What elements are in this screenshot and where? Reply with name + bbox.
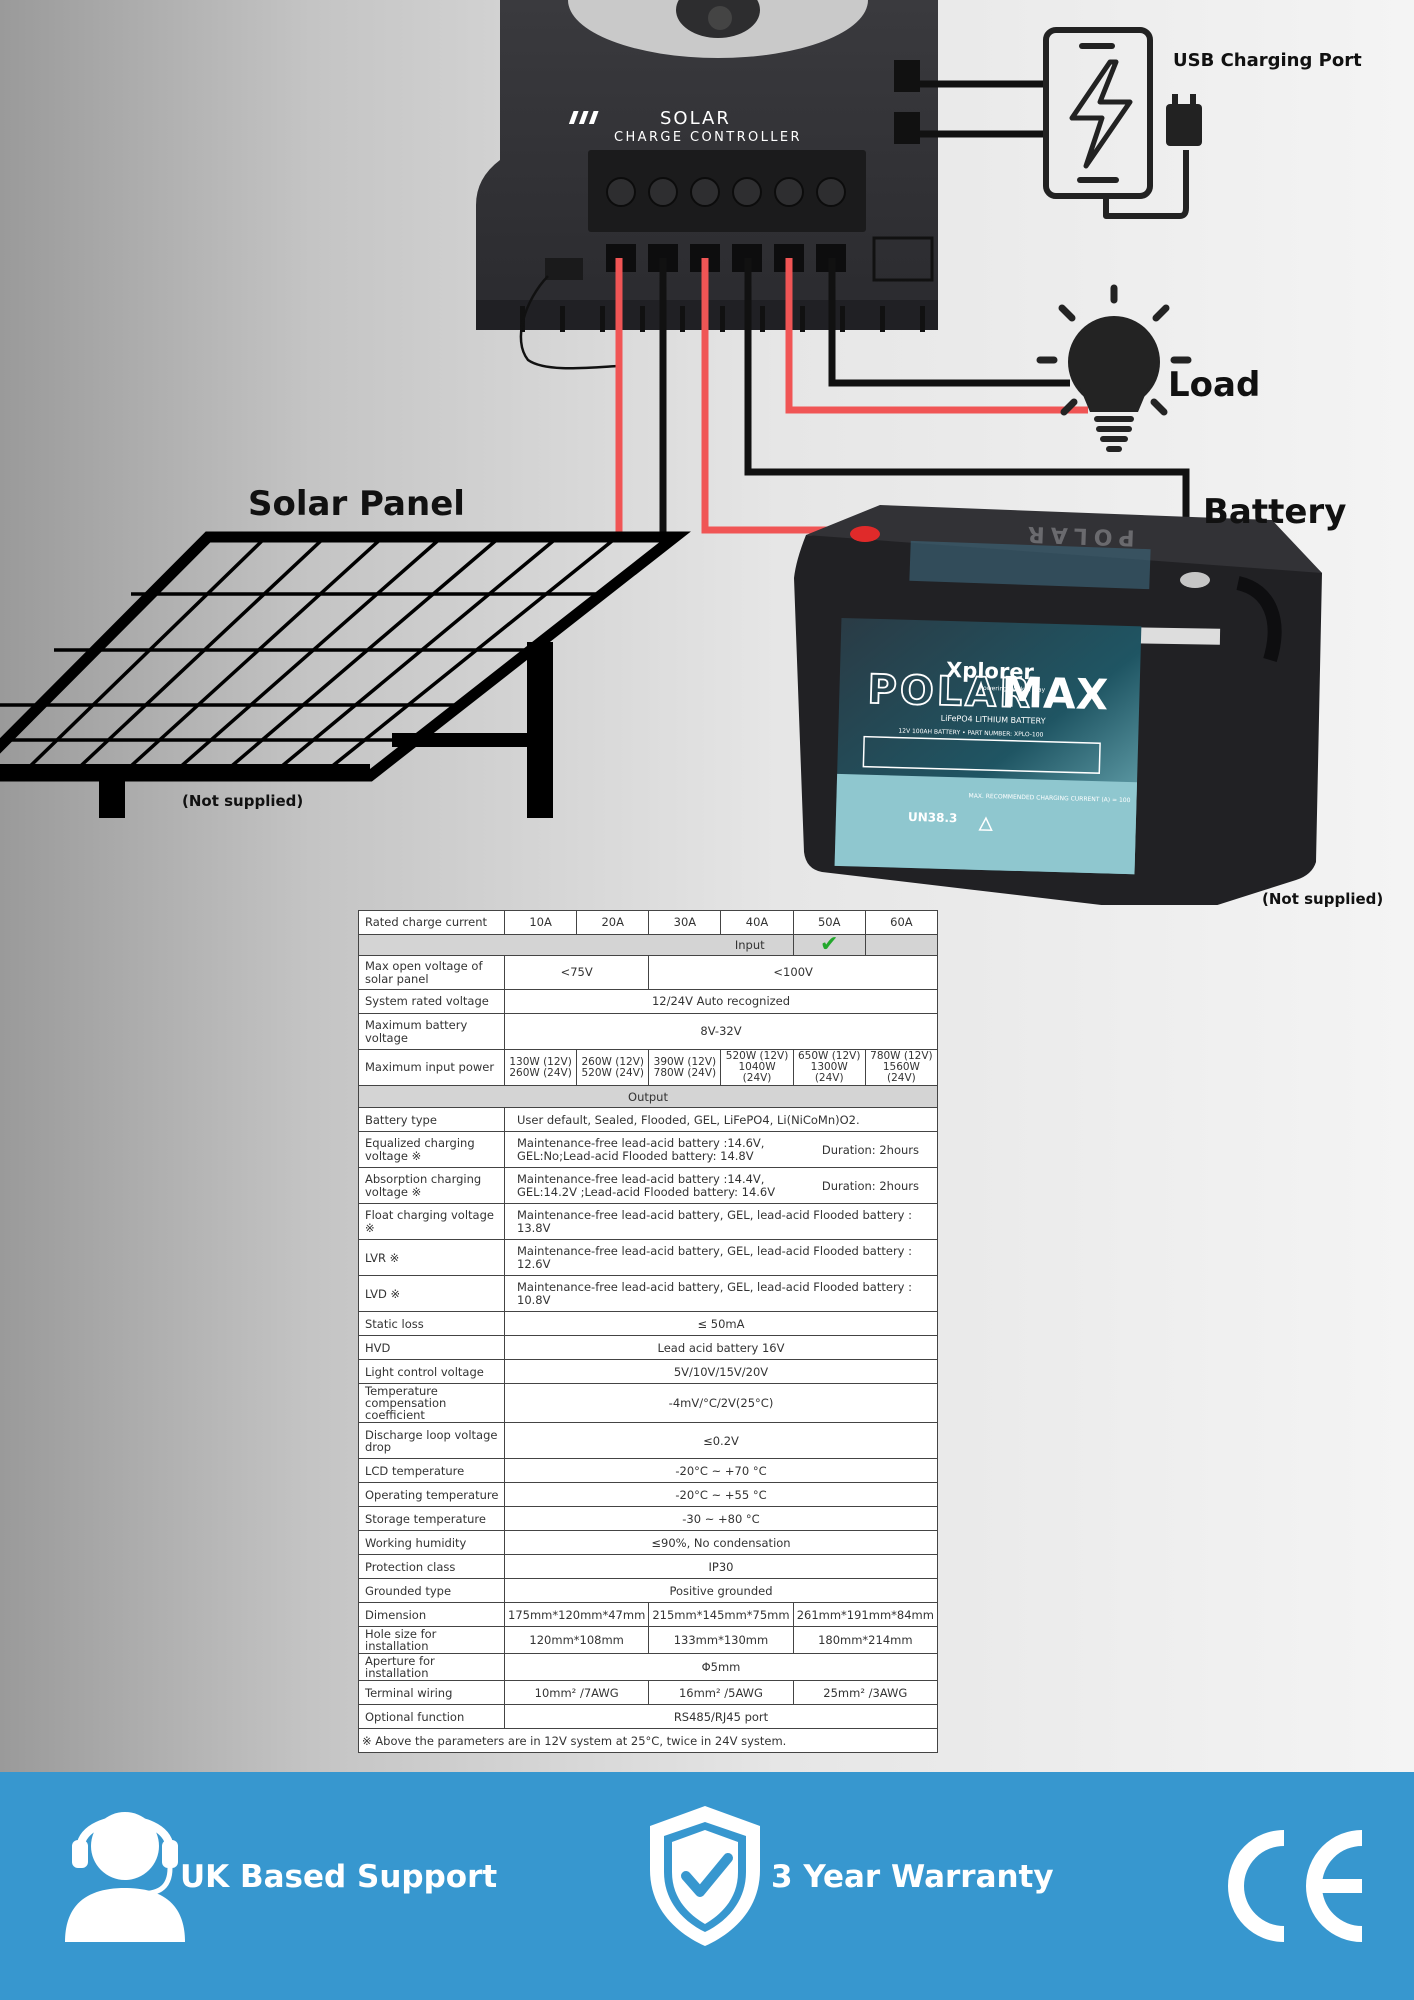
svg-text:MAX. RECOMMENDED CHARGING CURR: MAX. RECOMMENDED CHARGING CURRENT (A) = … <box>968 793 1130 805</box>
table-row: Maximum battery voltage 8V-32V <box>358 1013 938 1050</box>
table-row: HVD Lead acid battery 16V <box>358 1335 938 1361</box>
plug-icon <box>1166 94 1202 146</box>
table-row: Max open voltage of solar panel <75V <10… <box>358 955 938 990</box>
usb-port-label: USB Charging Port <box>1173 50 1362 71</box>
rating-cell: 60A <box>864 910 939 935</box>
battery-label: Battery <box>1203 492 1347 532</box>
rating-cell: 50A <box>792 910 866 935</box>
table-row: LVR ※ Maintenance-free lead-acid battery… <box>358 1239 938 1277</box>
rating-cell: 20A <box>576 910 650 935</box>
table-row: Absorption charging voltage ※ Maintenanc… <box>358 1167 938 1205</box>
table-row: Optional function RS485/RJ45 port <box>358 1704 938 1730</box>
not-supplied-battery: (Not supplied) <box>1262 890 1384 908</box>
table-row: Discharge loop voltage drop ≤0.2V <box>358 1422 938 1460</box>
svg-text:Powering Work & Play: Powering Work & Play <box>979 685 1045 694</box>
svg-text:POLAR: POLAR <box>1021 521 1135 550</box>
ce-mark-icon <box>1228 1830 1363 1942</box>
table-row: Working humidity ≤90%, No condensation <box>358 1530 938 1556</box>
lightbulb-icon <box>1036 284 1192 452</box>
svg-text:POLAR: POLAR <box>867 667 1034 718</box>
table-row: Input ✔ <box>358 934 939 956</box>
table-row: Maximum input power 130W (12V)260W (24V)… <box>358 1048 939 1087</box>
output-section-header: Output <box>358 1085 938 1109</box>
check-icon: ✔ <box>819 934 839 956</box>
spec-table: Rated charge current 10A 20A 30A 40A 50A… <box>358 910 939 1754</box>
headset-support-icon <box>65 1812 185 1942</box>
table-row: Battery type User default, Sealed, Flood… <box>358 1107 938 1133</box>
battery: POLAR Xplorer Powering Work & Play POLAR… <box>794 505 1322 905</box>
table-row: Grounded type Positive grounded <box>358 1578 938 1604</box>
table-row: Rated charge current 10A 20A 30A 40A 50A… <box>358 910 939 935</box>
table-row: Operating temperature -20°C ~ +55 °C <box>358 1482 938 1508</box>
table-row: Protection class IP30 <box>358 1554 938 1580</box>
controller-subtitle: CHARGE CONTROLLER <box>614 130 802 145</box>
solar-panel-label: Solar Panel <box>248 484 465 524</box>
rating-cell: 10A <box>503 910 578 935</box>
table-row: Output <box>358 1085 938 1109</box>
phone-charging-icon <box>1043 27 1189 219</box>
input-section-header: Input <box>358 934 794 956</box>
table-row: Equalized charging voltage ※ Maintenance… <box>358 1131 938 1169</box>
svg-text:Xplorer: Xplorer <box>946 658 1035 684</box>
uk-support-label: UK Based Support <box>180 1859 498 1895</box>
table-footnote: ※ Above the parameters are in 12V system… <box>358 1728 938 1754</box>
load-label: Load <box>1168 365 1261 405</box>
charge-controller: SOLAR CHARGE CONTROLLER <box>476 0 938 370</box>
controller-title: SOLAR <box>660 108 731 129</box>
rating-cell: 30A <box>648 910 722 935</box>
table-row: System rated voltage 12/24V Auto recogni… <box>358 989 938 1014</box>
svg-text:MAX: MAX <box>1001 667 1109 719</box>
warranty-label: 3 Year Warranty <box>771 1859 1054 1895</box>
svg-text:UN38.3: UN38.3 <box>908 810 958 825</box>
table-row: Hole size for installation 120mm*108mm 1… <box>358 1626 939 1655</box>
not-supplied-panel: (Not supplied) <box>182 792 304 810</box>
table-row: Dimension 175mm*120mm*47mm 215mm*145mm*7… <box>358 1602 939 1628</box>
controller-logo: SOLAR CHARGE CONTROLLER <box>568 108 802 145</box>
footer-banner: UK Based Support 3 Year Warranty <box>0 1772 1414 2000</box>
table-row: Storage temperature -30 ~ +80 °C <box>358 1506 938 1532</box>
shield-check-icon <box>650 1806 760 1946</box>
table-row: Temperature compensation coefficient -4m… <box>358 1383 938 1424</box>
table-row: Static loss ≤ 50mA <box>358 1311 938 1337</box>
table-row: LCD temperature -20°C ~ +70 °C <box>358 1458 938 1484</box>
table-row: Light control voltage 5V/10V/15V/20V <box>358 1359 938 1385</box>
svg-text:LiFePO4 LITHIUM BATTERY: LiFePO4 LITHIUM BATTERY <box>941 714 1046 726</box>
rating-cell: 40A <box>720 910 794 935</box>
selected-rating-check: ✔ <box>792 934 866 956</box>
table-row: Terminal wiring 10mm² /7AWG 16mm² /5AWG … <box>358 1680 939 1706</box>
solar-panel <box>0 531 691 818</box>
table-row: Aperture for installation Φ5mm <box>358 1653 938 1682</box>
wiring-diagram: SOLAR CHARGE CONTROLLER <box>0 0 1322 905</box>
svg-text:12V 100AH BATTERY • PART NUM: 12V 100AH BATTERY • PART NUMBER: XPLO-10… <box>898 728 1043 739</box>
rated-current-label: Rated charge current <box>358 910 505 935</box>
table-row: LVD ※ Maintenance-free lead-acid battery… <box>358 1275 938 1313</box>
table-row: ※ Above the parameters are in 12V system… <box>358 1728 938 1754</box>
table-row: Float charging voltage ※ Maintenance-fre… <box>358 1203 938 1241</box>
